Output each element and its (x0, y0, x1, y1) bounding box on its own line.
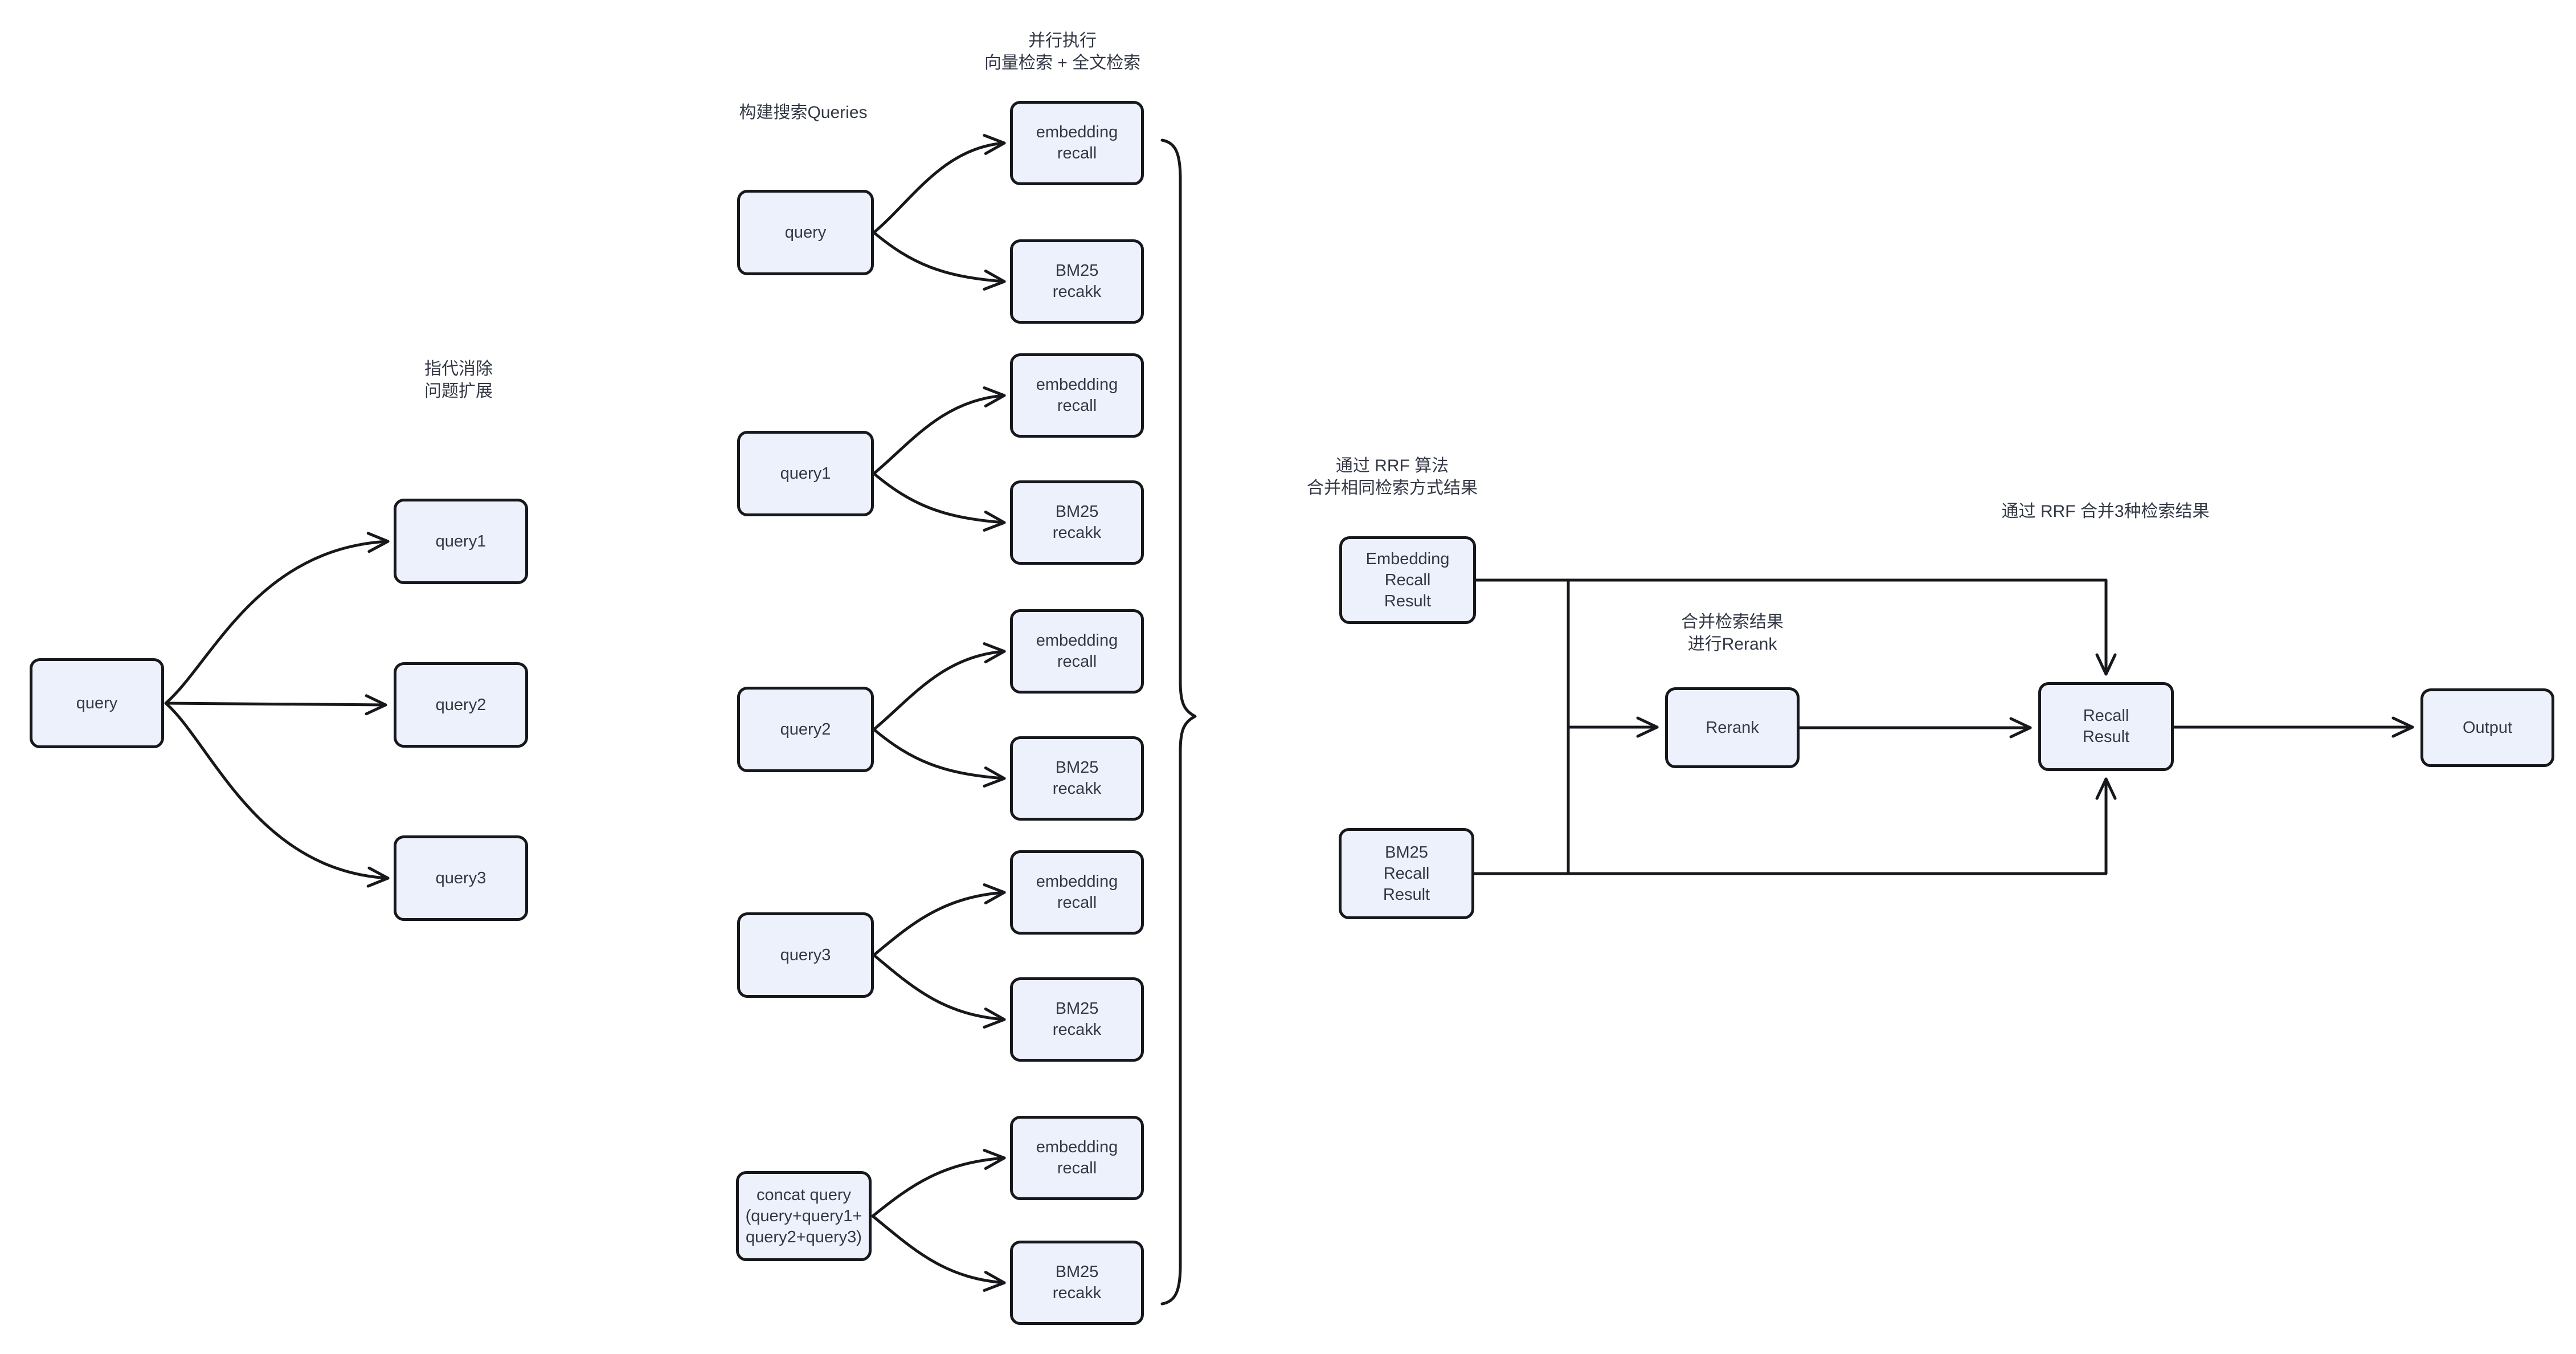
edge-midquery3-to-bm4 (872, 953, 1006, 1029)
edge-concat-to-emb5 (871, 1149, 1006, 1218)
node-mid-query1: query1 (737, 431, 874, 516)
node-mid-query: query (737, 190, 874, 275)
edge-query-to-query3 (164, 702, 390, 888)
edge-midquery1-to-emb2 (872, 386, 1006, 475)
edge-query-to-query2 (164, 694, 387, 716)
edge-midquery-to-bm1 (872, 231, 1006, 291)
edge-midquery-to-emb1 (872, 134, 1006, 234)
edge-bm25result-to-recallresult-bottom (1473, 777, 2117, 875)
edge-query-to-query1 (164, 532, 390, 705)
edge-midquery1-to-bm2 (872, 472, 1006, 532)
node-mid-query3: query3 (737, 912, 874, 998)
node-bm25-recall-5: BM25 recakk (1010, 1241, 1144, 1325)
node-bm25-recall-result: BM25 Recall Result (1339, 828, 1474, 919)
edge-concat-to-bm5 (871, 1214, 1006, 1292)
label-build-queries: 构建搜索Queries (739, 103, 868, 122)
node-mid-query2: query2 (737, 687, 874, 772)
label-parallel-exec: 并行执行 向量检索 + 全文检索 (984, 31, 1141, 72)
node-concat-query: concat query (query+query1+ query2+query… (736, 1171, 872, 1261)
node-embedding-recall-2: embedding recall (1010, 353, 1144, 438)
node-embedding-recall-4: embedding recall (1010, 850, 1144, 935)
label-rrf-same: 通过 RRF 算法 合并相同检索方式结果 (1307, 456, 1478, 497)
node-query1: query1 (394, 499, 528, 584)
node-bm25-recall-1: BM25 recakk (1010, 239, 1144, 324)
edge-midquery2-to-emb3 (872, 642, 1006, 731)
label-merge-rerank: 合并检索结果 进行Rerank (1681, 613, 1784, 654)
node-query3: query3 (394, 835, 528, 921)
edge-midquery2-to-bm3 (872, 728, 1006, 788)
node-recall-result: Recall Result (2038, 682, 2174, 771)
edge-midquery3-to-emb4 (872, 883, 1006, 957)
node-query: query (30, 658, 164, 748)
node-bm25-recall-2: BM25 recakk (1010, 480, 1144, 565)
node-bm25-recall-4: BM25 recakk (1010, 977, 1144, 1062)
node-embedding-recall-result: Embedding Recall Result (1339, 536, 1476, 624)
node-embedding-recall-3: embedding recall (1010, 609, 1144, 694)
node-output: Output (2420, 688, 2554, 767)
edge-embresult-to-recallresult-top (1474, 578, 2117, 676)
node-embedding-recall-5: embedding recall (1010, 1116, 1144, 1200)
label-rrf-merge3: 通过 RRF 合并3种检索结果 (2001, 502, 2210, 521)
node-query2: query2 (394, 662, 528, 748)
node-embedding-recall-1: embedding recall (1010, 101, 1144, 185)
label-coref-expand: 指代消除 问题扩展 (424, 360, 493, 401)
curly-brace (1160, 138, 1197, 1306)
node-rerank: Rerank (1665, 687, 1800, 768)
node-bm25-recall-3: BM25 recakk (1010, 736, 1144, 821)
